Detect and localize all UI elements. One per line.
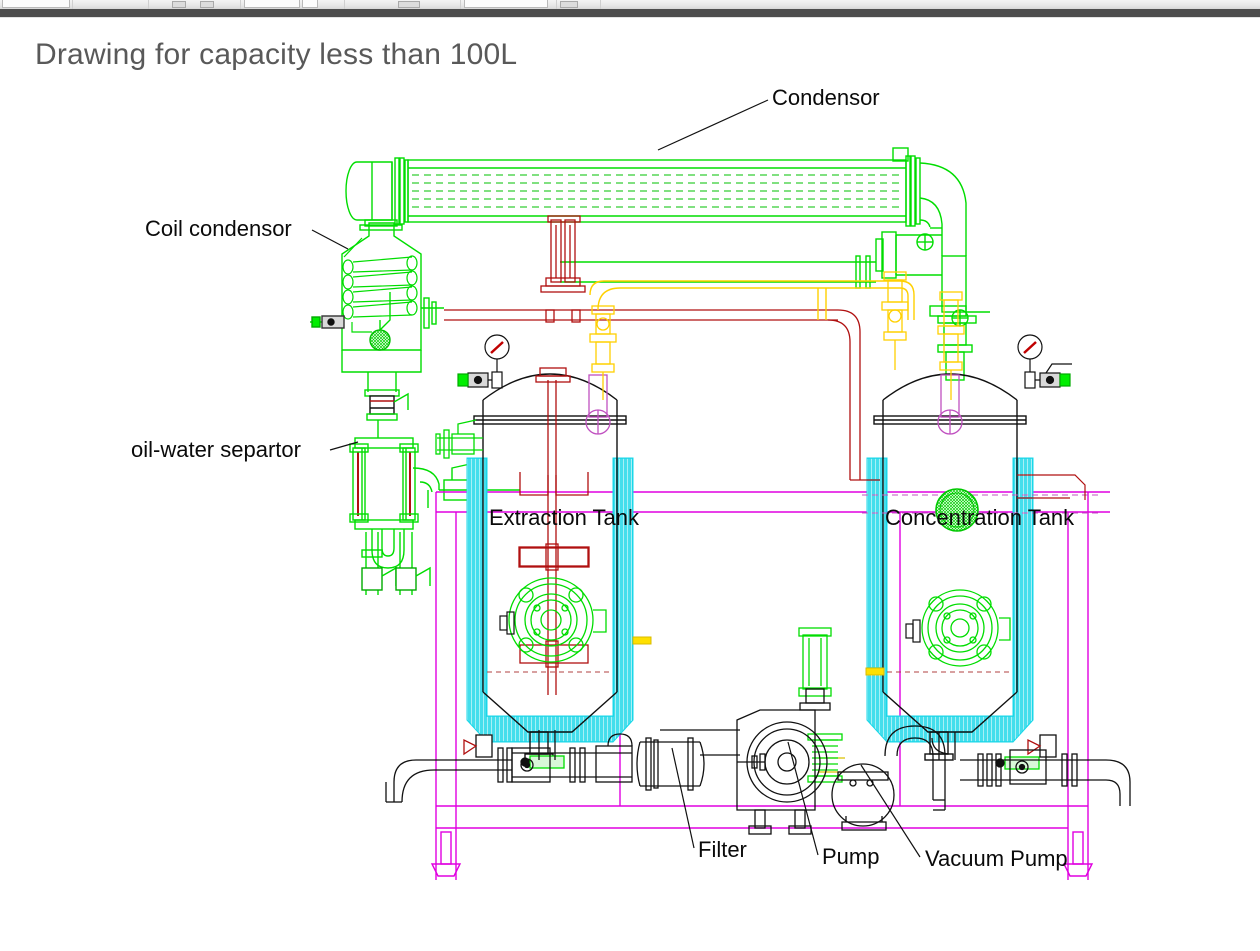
ribbon-divider bbox=[600, 0, 601, 9]
label-concentration-tank: Concentration Tank bbox=[885, 505, 1075, 530]
bottom-piping bbox=[385, 709, 1131, 835]
label-coil-condensor: Coil condensor bbox=[145, 216, 292, 241]
ribbon-divider bbox=[148, 0, 149, 9]
label-vacuum-pump: Vacuum Pump bbox=[925, 846, 1068, 871]
pressure-gauge-extraction bbox=[457, 334, 510, 389]
pressure-gauge-concentration bbox=[1017, 334, 1072, 389]
label-extraction-tank: Extraction Tank bbox=[489, 505, 640, 530]
leader-vacuum bbox=[860, 764, 921, 858]
label-condensor: Condensor bbox=[772, 85, 880, 110]
drawing-labels: Condensor Coil condensor oil-water separ… bbox=[131, 85, 1075, 871]
leader-pump bbox=[787, 741, 819, 856]
ribbon-button[interactable] bbox=[200, 1, 214, 8]
page-title: Drawing for capacity less than 100L bbox=[35, 38, 518, 71]
label-pump: Pump bbox=[822, 844, 879, 869]
ribbon-divider bbox=[460, 0, 461, 9]
leader-filter bbox=[671, 747, 695, 849]
ribbon-cell-2[interactable] bbox=[244, 0, 300, 8]
slide-top-edge bbox=[0, 17, 1260, 18]
ribbon-divider bbox=[344, 0, 345, 9]
leader-coil bbox=[311, 229, 349, 250]
ribbon-underbar bbox=[0, 9, 1260, 17]
leader-lines bbox=[311, 99, 921, 858]
label-oil-water-separator: oil-water separtor bbox=[131, 437, 301, 462]
ribbon-divider bbox=[240, 0, 241, 9]
ribbon-divider bbox=[72, 0, 73, 9]
filter-vessel bbox=[636, 729, 740, 791]
ribbon-divider bbox=[556, 0, 557, 9]
extraction-tank bbox=[435, 334, 652, 761]
concentration-tank bbox=[862, 334, 1100, 761]
yellow-piping bbox=[589, 271, 965, 773]
leader-oilwater bbox=[329, 441, 359, 451]
skid-frame bbox=[430, 491, 1110, 880]
ribbon-cell-3[interactable] bbox=[302, 0, 318, 8]
centrifugal-pump bbox=[736, 709, 828, 835]
ribbon-button[interactable] bbox=[172, 1, 186, 8]
oil-water-separator bbox=[349, 437, 520, 595]
ribbon-cell-1[interactable] bbox=[2, 0, 70, 8]
horizontal-condensor bbox=[345, 147, 990, 381]
ribbon-cell-4[interactable] bbox=[464, 0, 548, 8]
label-filter: Filter bbox=[698, 837, 747, 862]
coil-condensor-vessel bbox=[310, 219, 444, 438]
vacuum-pump-unit bbox=[831, 763, 895, 831]
ribbon-button[interactable] bbox=[560, 1, 578, 8]
red-piping bbox=[444, 215, 880, 481]
green-trim bbox=[463, 627, 1057, 783]
ribbon-button[interactable] bbox=[398, 1, 420, 8]
leader-condensor bbox=[657, 99, 769, 151]
cad-drawing: Condensor Coil condensor oil-water separ… bbox=[131, 85, 1131, 880]
